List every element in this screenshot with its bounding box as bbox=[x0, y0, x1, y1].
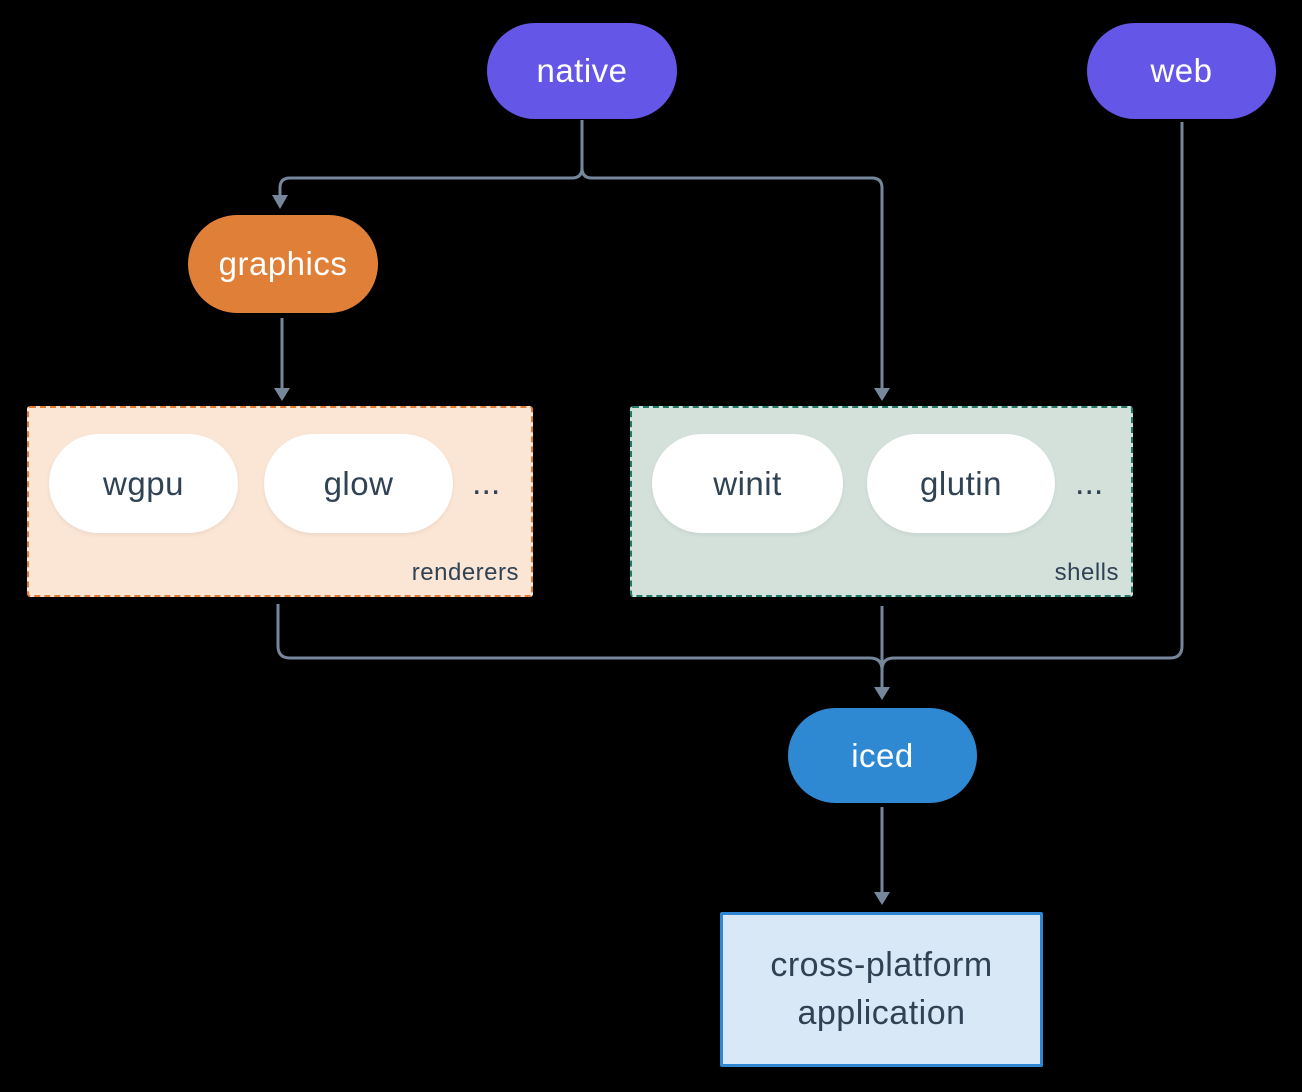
node-iced-label: iced bbox=[851, 736, 914, 774]
renderers-ellipsis: ... bbox=[472, 434, 500, 533]
node-winit: winit bbox=[652, 434, 843, 533]
node-iced: iced bbox=[788, 708, 977, 803]
node-graphics-label: graphics bbox=[218, 245, 348, 282]
shells-group-label: shells bbox=[1054, 559, 1119, 586]
edge-renderers-iced bbox=[276, 604, 884, 671]
node-cross-platform-application: cross-platform application bbox=[720, 912, 1043, 1067]
node-wgpu-label: wgpu bbox=[103, 464, 184, 502]
renderers-group-label: renderers bbox=[411, 559, 519, 586]
arrowhead-icon bbox=[274, 388, 290, 401]
node-web: web bbox=[1087, 23, 1276, 119]
renderers-ellipsis-label: ... bbox=[472, 464, 501, 502]
arrowhead-icon bbox=[874, 687, 890, 700]
group-shells: winit glutin ... shells bbox=[630, 406, 1133, 597]
node-glutin-label: glutin bbox=[920, 464, 1002, 502]
node-native-label: native bbox=[536, 52, 628, 89]
node-graphics: graphics bbox=[188, 215, 378, 313]
node-glutin: glutin bbox=[867, 434, 1055, 533]
arrowhead-icon bbox=[874, 388, 890, 401]
shells-ellipsis: ... bbox=[1075, 434, 1103, 533]
group-renderers: wgpu glow ... renderers bbox=[27, 406, 533, 597]
arrowhead-icon bbox=[272, 195, 288, 209]
arrowhead-icon bbox=[874, 892, 890, 905]
node-glow: glow bbox=[264, 434, 453, 533]
node-winit-label: winit bbox=[713, 464, 782, 502]
edge-native-graphics bbox=[278, 120, 584, 196]
edge-native-shells bbox=[580, 120, 884, 389]
node-native: native bbox=[487, 23, 677, 119]
node-web-label: web bbox=[1150, 52, 1213, 89]
node-wgpu: wgpu bbox=[49, 434, 238, 533]
node-glow-label: glow bbox=[323, 464, 394, 502]
shells-ellipsis-label: ... bbox=[1075, 464, 1104, 502]
application-label: cross-platform application bbox=[770, 945, 993, 1032]
